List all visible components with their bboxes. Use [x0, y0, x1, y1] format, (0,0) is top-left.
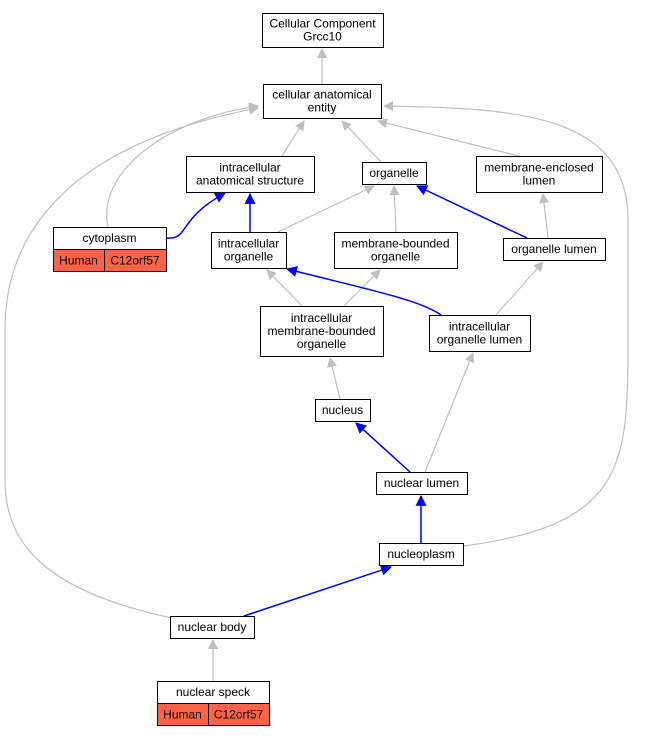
edge-iol-to-ol: [495, 261, 544, 316]
node-label: membrane-bounded: [267, 324, 375, 338]
edge-nl-to-nucleus: [355, 422, 411, 473]
gene-name-label: C12orf57: [110, 254, 160, 268]
node-label: organelle: [369, 166, 419, 180]
node-label: organelle lumen: [511, 242, 596, 256]
edge-cytoplasm-to-ias: [165, 192, 226, 239]
edge-nucleus-to-imbo: [327, 357, 341, 400]
node-box: [334, 232, 458, 269]
edge-mel-to-cae: [377, 118, 520, 157]
node-box: [476, 156, 603, 193]
gene-cell: [208, 703, 270, 726]
edge-mbo-to-organelle: [389, 185, 400, 233]
node-label: organelle lumen: [437, 333, 522, 347]
node-box: [503, 238, 606, 261]
edge-io-to-organelle: [277, 185, 375, 233]
node-box: [260, 306, 384, 357]
node-label: membrane-bounded: [341, 237, 449, 251]
node-label: organelle: [371, 250, 421, 264]
gene-annotation-cytoplasm[interactable]: Human C12orf57: [53, 249, 167, 272]
node-box: [362, 162, 427, 185]
edges: [4, 48, 629, 681]
node-label: nucleoplasm: [387, 547, 454, 561]
node-box: [315, 399, 371, 422]
node-nb[interactable]: nuclear body: [170, 616, 255, 639]
node-label: intracellular: [218, 237, 279, 251]
node-label: entity: [308, 101, 337, 115]
node-label: nucleus: [322, 403, 363, 417]
node-label: cytoplasm: [82, 231, 136, 245]
node-label: cellular anatomical: [272, 88, 371, 102]
edge-nb-to-np: [243, 564, 393, 617]
node-label: intracellular: [219, 161, 280, 175]
node-label: Cellular Component: [269, 17, 376, 31]
edge-np-to-cae: [383, 101, 629, 547]
node-cytoplasm[interactable]: cytoplasm: [53, 227, 167, 250]
node-label: nuclear speck: [176, 685, 251, 699]
node-np[interactable]: nucleoplasm: [379, 543, 464, 566]
node-ns[interactable]: nuclear speck: [157, 681, 270, 704]
edge-nb-to-cae: [4, 104, 259, 619]
node-box: [186, 156, 315, 193]
edge-imbo-to-io: [266, 269, 303, 307]
node-box: [429, 315, 531, 352]
node-box: [379, 543, 464, 566]
edge-ol-to-mel: [539, 193, 549, 239]
node-label: anatomical structure: [196, 174, 304, 188]
node-organelle[interactable]: organelle: [362, 162, 427, 185]
edge-nl-to-iol: [424, 352, 475, 473]
gene-cell: [104, 249, 167, 272]
node-label: nuclear body: [178, 620, 247, 634]
node-box: [263, 84, 382, 119]
node-label: organelle: [297, 337, 347, 351]
edge-iol-to-io: [285, 266, 442, 316]
gene-annotation-ns[interactable]: Human C12orf57: [157, 703, 270, 726]
edge-ol-to-organelle: [416, 185, 528, 239]
edge-organelle-to-cae: [341, 120, 382, 163]
node-label: intracellular: [449, 320, 510, 334]
node-label: Grcc10: [303, 30, 342, 44]
node-nucleus[interactable]: nucleus: [315, 399, 371, 422]
gene-name-label: C12orf57: [214, 708, 264, 722]
node-box: [376, 472, 468, 495]
gene-species-label: Human: [163, 708, 202, 722]
node-label: lumen: [523, 174, 556, 188]
node-box: [211, 232, 287, 269]
node-label: organelle: [224, 250, 274, 264]
gene-species-label: Human: [59, 254, 98, 268]
node-nl[interactable]: nuclear lumen: [376, 472, 468, 495]
node-label: membrane-enclosed: [484, 161, 593, 175]
node-label: intracellular: [291, 311, 352, 325]
edge-cytoplasm-to-cae: [106, 102, 259, 228]
node-ol[interactable]: organelle lumen: [503, 238, 606, 261]
node-box: [262, 13, 384, 48]
node-box: [170, 616, 255, 639]
node-label: nuclear lumen: [384, 476, 459, 490]
edge-ias-to-cae: [281, 120, 305, 157]
